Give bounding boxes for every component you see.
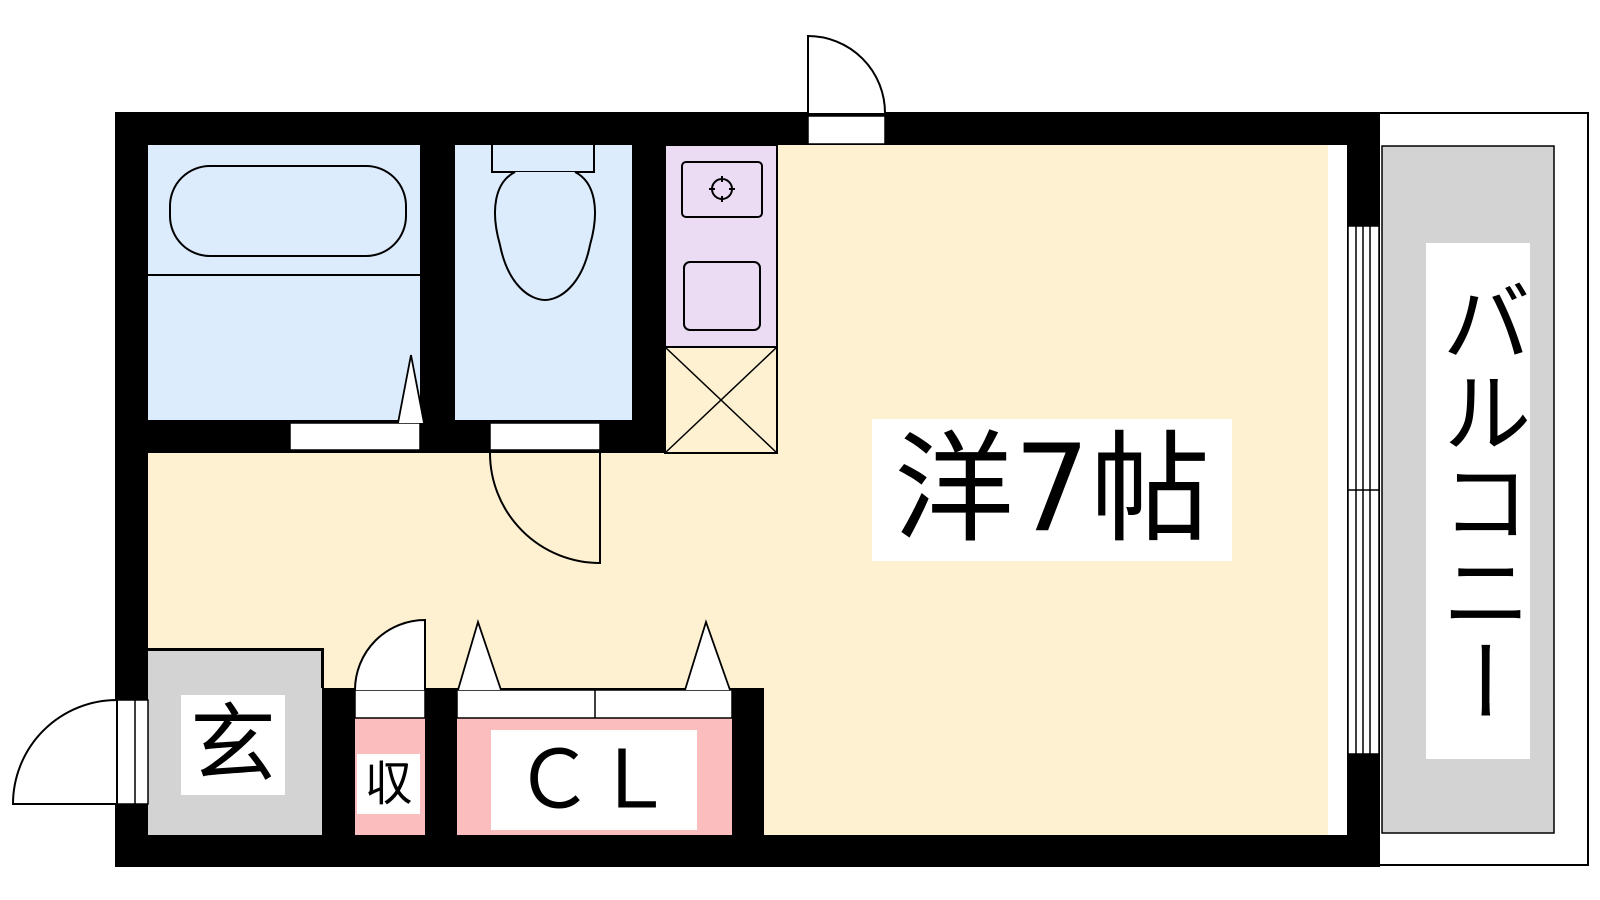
bathtub-icon: [169, 165, 407, 257]
toilet-door-opening: [489, 422, 601, 451]
wall-storage-closet: [425, 688, 457, 835]
front-door-opening: [116, 699, 149, 805]
closet-label: ＣＬ: [514, 734, 674, 827]
wall-entrance-right: [321, 648, 324, 688]
closet-folding-door-right-icon: [684, 619, 731, 691]
toilet-tank-icon: [491, 145, 595, 173]
bathroom-door-opening: [289, 422, 421, 451]
top-door-swing-icon: [807, 34, 886, 114]
toilet-door-swing-icon: [489, 452, 601, 565]
balcony-window: [1347, 225, 1380, 755]
wall-toilet-kitchen: [632, 145, 665, 453]
bathroom-folding-door-icon: [397, 354, 425, 424]
toilet-icon: [494, 171, 596, 302]
wall-entrance-top: [148, 648, 323, 651]
wall-closet-right: [732, 688, 764, 835]
wall-bottom: [115, 835, 1380, 867]
front-door-swing-icon: [11, 698, 118, 805]
stove-burner-icon: [681, 161, 763, 218]
entrance-label: 玄: [190, 695, 276, 795]
closet-folding-door-left-icon: [457, 619, 502, 691]
balcony-label: バルコニー: [1426, 276, 1531, 726]
kitchen-counter-outline: [664, 144, 778, 454]
sink-icon: [683, 261, 761, 331]
storage-label: 収: [364, 756, 412, 812]
top-door-opening: [807, 115, 886, 145]
western-room-label: 洋7帖: [894, 421, 1210, 560]
storage-door-opening: [354, 689, 426, 719]
storage-door-swing-icon: [354, 618, 426, 691]
wall-entrance-storage: [322, 688, 355, 835]
wall-bath-toilet: [420, 145, 455, 453]
wall-top: [115, 112, 1380, 145]
washer-space-icon: [664, 346, 778, 454]
